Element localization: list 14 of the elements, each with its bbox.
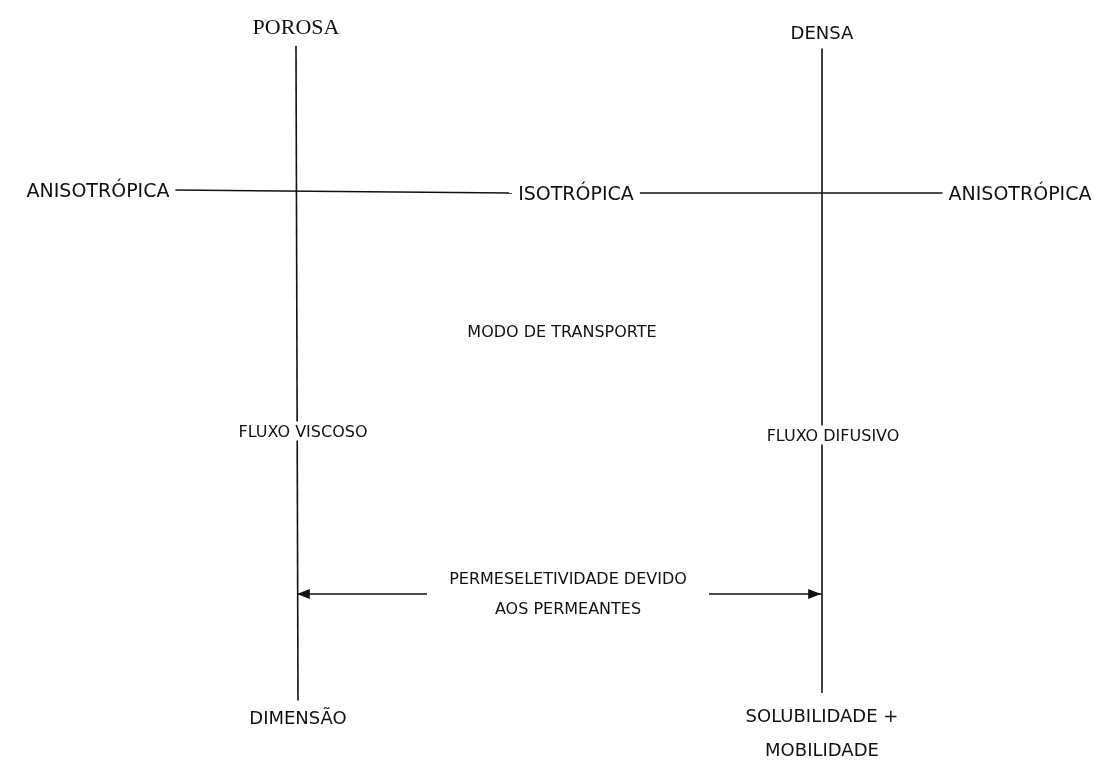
axis-heading: DENSA	[790, 21, 854, 43]
axis-end-label: DIMENSÃO	[249, 706, 347, 728]
axis-line	[174, 189, 513, 194]
arrow	[296, 588, 428, 600]
axis-end-label: SOLUBILIDADE + MOBILIDADE	[732, 699, 912, 762]
axis-line	[295, 45, 299, 702]
axis-line	[821, 47, 823, 694]
arrow-label: PERMESELETIVIDADE DEVIDO AOS PERMEANTES	[433, 564, 703, 624]
axis-heading: POROSA	[252, 14, 340, 40]
axis-end-label: ANISOTRÓPICA	[26, 179, 170, 201]
axis-line	[639, 192, 944, 194]
axis-center-label: ISOTRÓPICA	[518, 182, 634, 204]
arrow	[708, 588, 822, 600]
axis-end-label: ANISOTRÓPICA	[948, 182, 1092, 204]
